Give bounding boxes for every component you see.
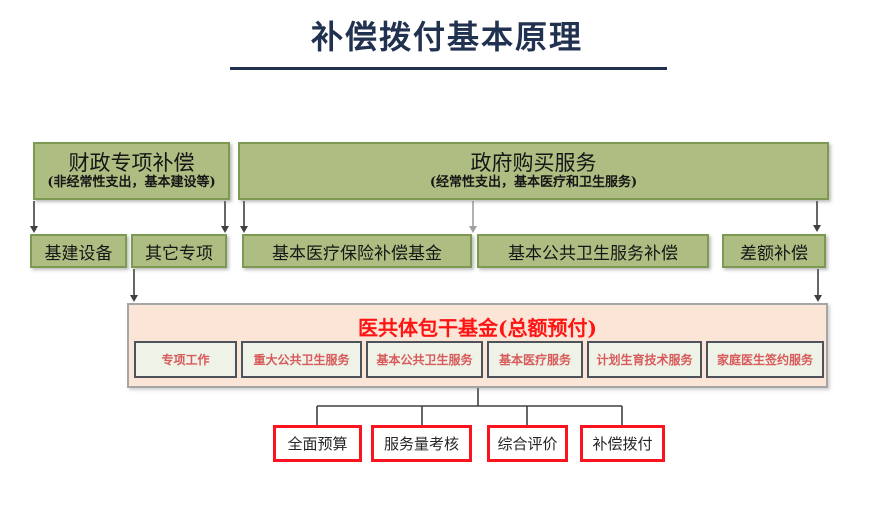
pool-item-family-doctor: 家庭医生签约服务 <box>706 341 824 378</box>
process-label: 补偿拨付 <box>592 435 653 453</box>
pool-item-special-work: 专项工作 <box>134 341 237 378</box>
channel-box-infrastructure: 基建设备 <box>30 234 127 268</box>
pool-item-basic-public-health: 基本公共卫生服务 <box>366 341 483 378</box>
title-underline <box>230 67 667 70</box>
channel-label: 基本公共卫生服务补偿 <box>508 243 678 264</box>
channel-box-other-special: 其它专项 <box>131 234 227 268</box>
pool-title: 医共体包干基金(总额预付) <box>358 316 597 340</box>
arrowhead-public-health <box>469 226 477 233</box>
process-label: 综合评价 <box>497 435 558 453</box>
channel-label: 差额补偿 <box>740 243 808 264</box>
pool-item-label: 重大公共卫生服务 <box>253 353 350 367</box>
arrowhead-other-special <box>221 226 229 233</box>
channel-box-medical-insurance-fund: 基本医疗保险补偿基金 <box>242 234 472 268</box>
pool-item-label: 计划生育技术服务 <box>596 353 693 367</box>
channel-label: 基本医疗保险补偿基金 <box>272 243 442 264</box>
process-label: 服务量考核 <box>383 435 459 453</box>
pool-item-major-public-health: 重大公共卫生服务 <box>241 341 362 378</box>
arrowhead-pool-left <box>130 295 138 302</box>
arrowhead-medical-insurance <box>240 226 248 233</box>
pool-to-process-tree-lines <box>316 388 623 425</box>
source-box-gov-purchase: 政府购买服务 (经常性支出，基本医疗和卫生服务) <box>238 142 829 200</box>
process-box-service-volume-assessment: 服务量考核 <box>371 425 472 462</box>
process-box-comprehensive-evaluation: 综合评价 <box>487 425 568 462</box>
arrowhead-infrastructure <box>30 226 38 233</box>
channel-label: 基建设备 <box>44 243 113 264</box>
arrowhead-pool-right <box>814 295 822 302</box>
process-box-compensation-allocation: 补偿拨付 <box>580 425 665 462</box>
arrowhead-difference <box>813 225 821 232</box>
pool-item-label: 专项工作 <box>161 353 210 367</box>
source-title: 财政专项补偿 <box>68 151 195 176</box>
channel-box-difference-compensation: 差额补偿 <box>722 234 826 268</box>
process-label: 全面预算 <box>287 435 348 453</box>
pool-item-family-planning: 计划生育技术服务 <box>587 341 702 378</box>
pool-item-label: 基本医疗服务 <box>498 353 571 367</box>
pool-item-label: 家庭医生签约服务 <box>716 353 813 367</box>
channel-box-public-health-compensation: 基本公共卫生服务补偿 <box>477 234 709 268</box>
page-title: 补偿拨付基本原理 <box>310 18 583 56</box>
process-box-full-budget: 全面预算 <box>273 425 362 462</box>
channel-label: 其它专项 <box>145 243 213 264</box>
source-subtitle: (非经常性支出，基本建设等) <box>47 174 216 190</box>
source-subtitle: (经常性支出，基本医疗和卫生服务) <box>429 174 638 190</box>
source-box-fiscal-special: 财政专项补偿 (非经常性支出，基本建设等) <box>33 142 230 200</box>
source-title: 政府购买服务 <box>470 151 597 176</box>
pool-item-basic-medical: 基本医疗服务 <box>487 341 583 378</box>
pool-item-label: 基本公共卫生服务 <box>376 353 473 367</box>
